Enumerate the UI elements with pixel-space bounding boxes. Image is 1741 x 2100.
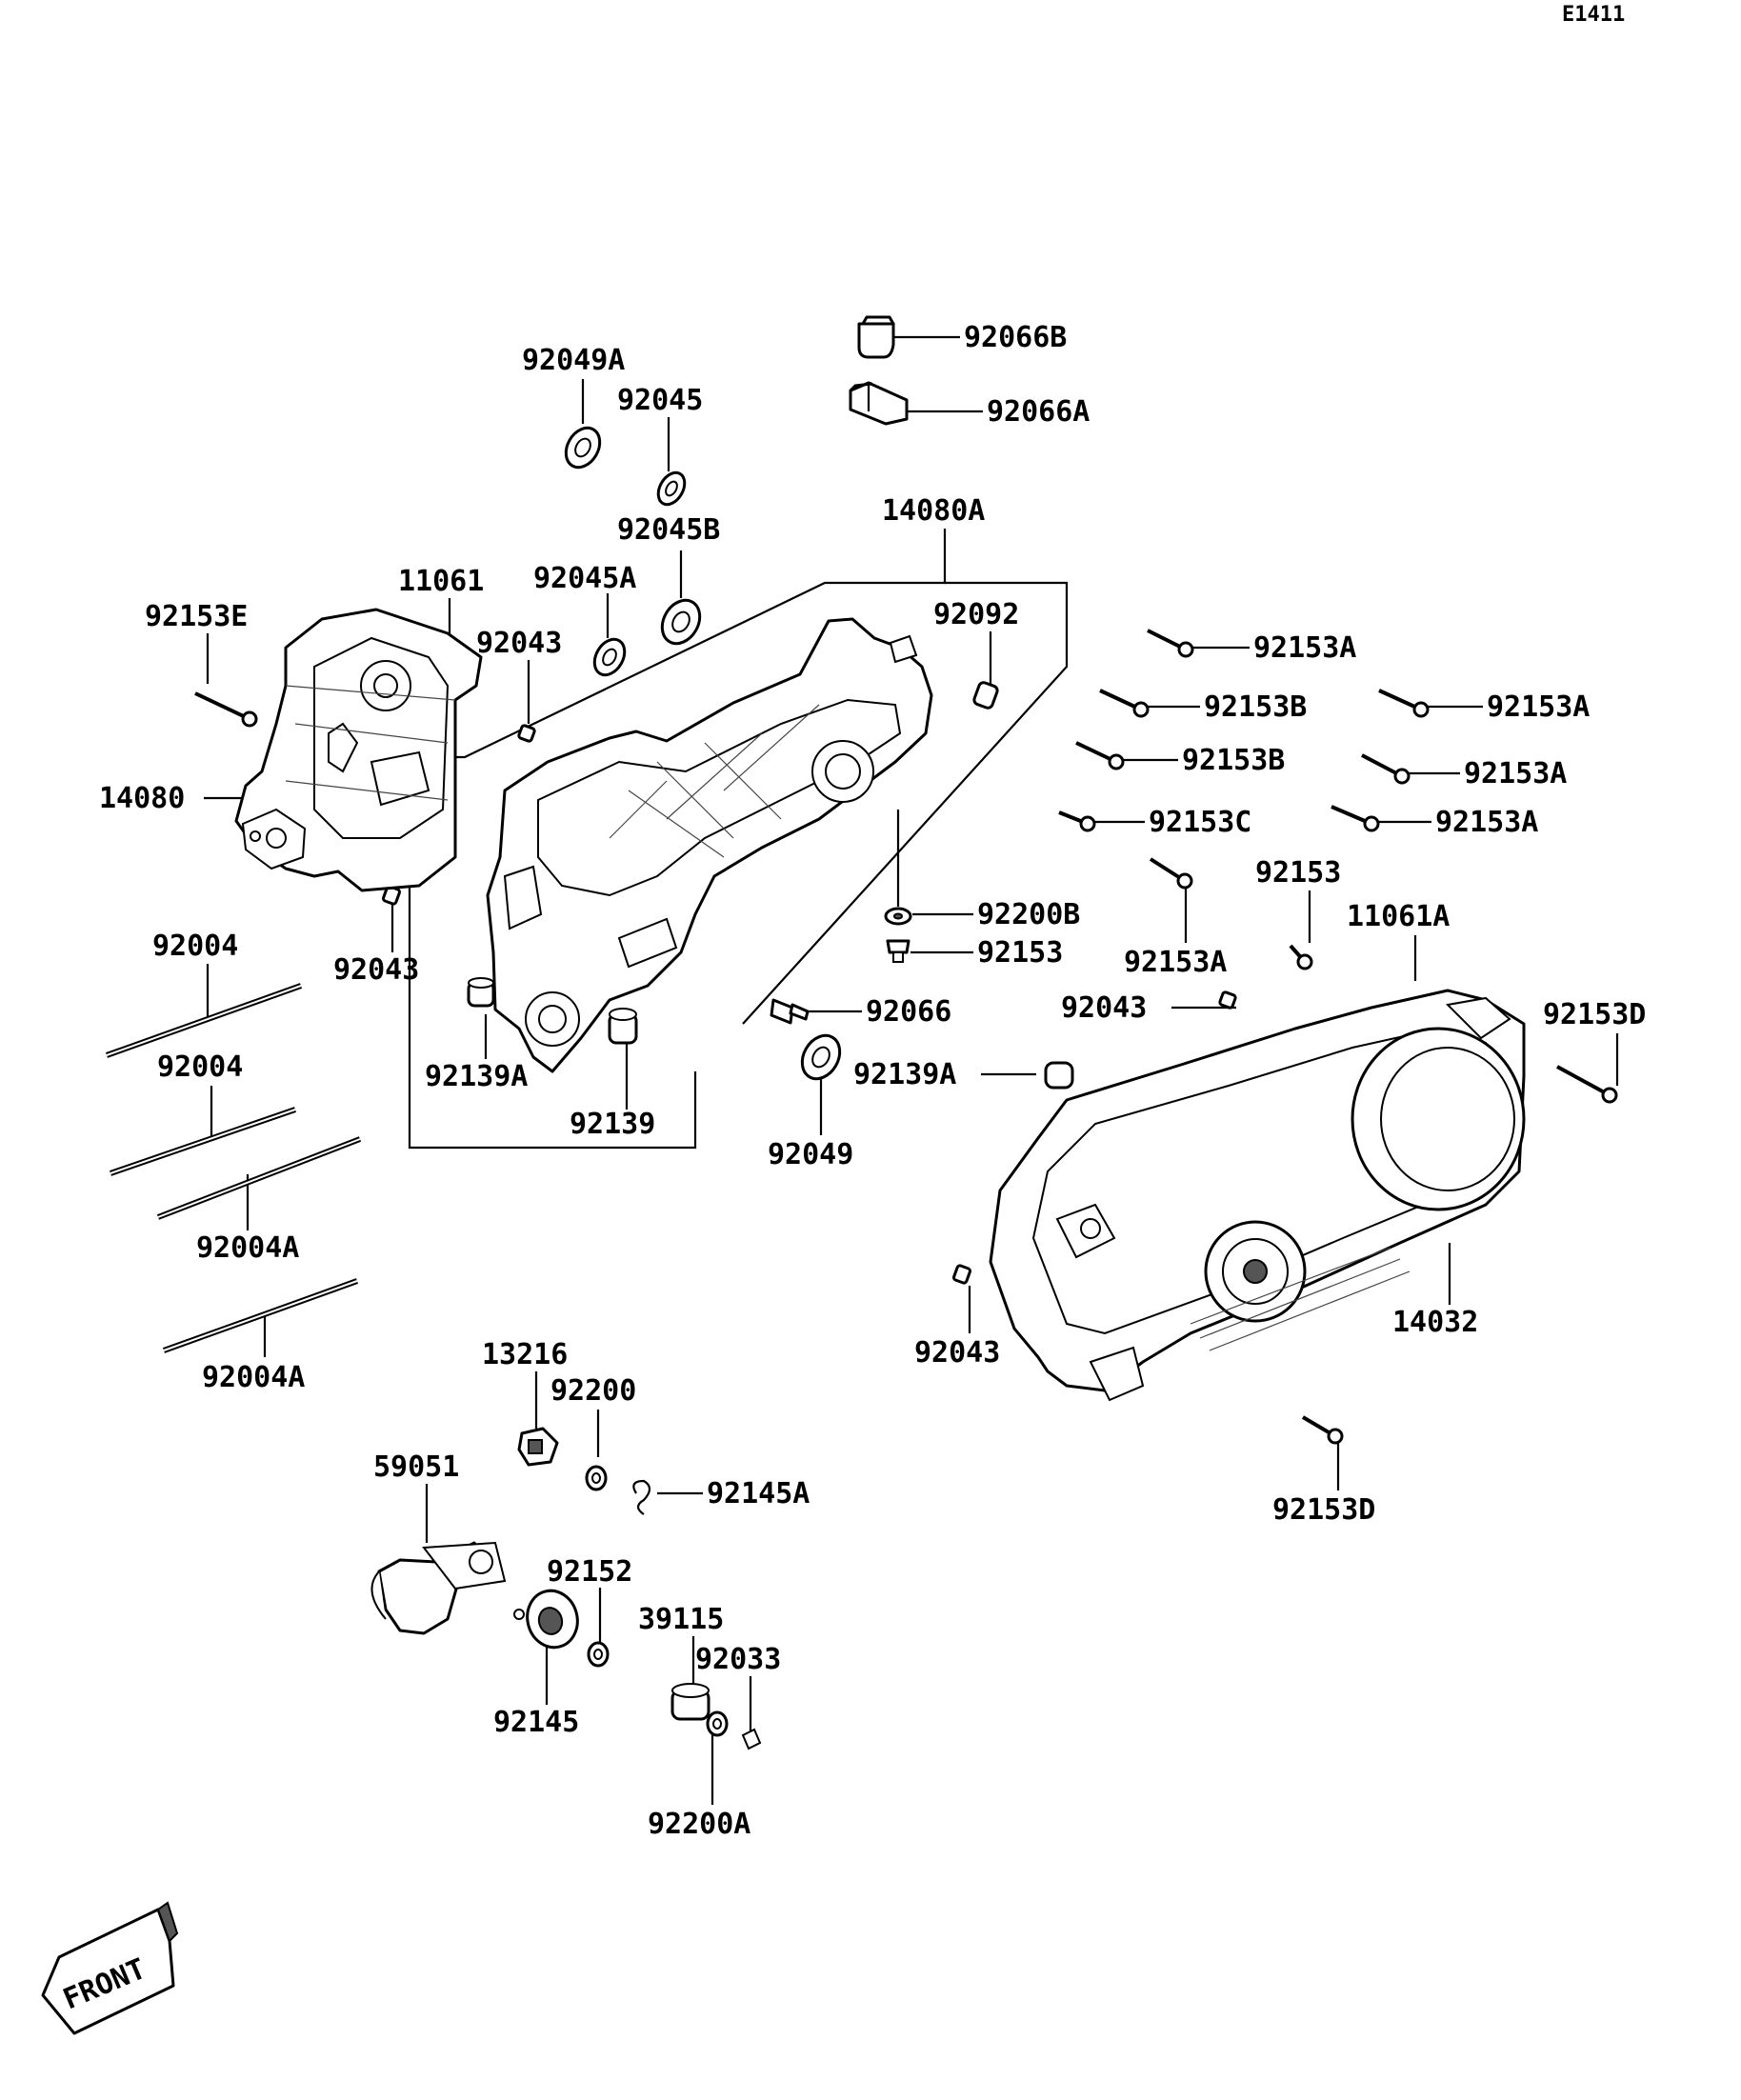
leader-lines [204,335,1619,1805]
part-label-92200a: 92200A [648,1808,750,1841]
bolt-head [1132,701,1150,718]
part-label-92153c: 92153C [1149,806,1251,839]
part-label-92066: 92066 [866,995,951,1029]
bearing-92049A [564,426,602,470]
part-label-92139a_1: 92139A [425,1060,528,1093]
washer-92200 [585,1465,608,1491]
bearing-92045B [660,598,702,646]
bolt-head [241,710,258,728]
collar-39115 [670,1683,710,1721]
part-label-14080: 14080 [99,782,185,815]
dowel-pins [382,681,1237,1285]
bearing-92045 [656,470,687,507]
sensor-13216 [517,1427,559,1467]
part-label-92043_bottom: 92043 [914,1336,1000,1370]
part-label-13216: 13216 [482,1338,568,1371]
part-label-92145: 92145 [493,1706,579,1739]
part-label-92153d_1: 92153D [1543,998,1646,1031]
part-label-92049: 92049 [768,1138,853,1171]
crankcase-right-14080A [486,617,933,1073]
washer-92152 [587,1641,610,1668]
part-label-92153e: 92153E [145,600,248,633]
part-label-14032: 14032 [1392,1306,1478,1339]
bearing-92045A [592,637,627,677]
part-label-92153_r: 92153 [1255,856,1341,890]
part-label-92153a_3: 92153A [1464,757,1567,790]
clip-92033 [741,1728,762,1750]
washer-92200A [706,1710,729,1737]
bolt-head [1079,815,1096,832]
part-label-92043_top: 92043 [476,627,562,660]
studs-92004 [105,983,362,1353]
seal-92200B [884,907,912,926]
part-label-11061: 11061 [398,565,484,598]
part-label-92043_left: 92043 [333,953,419,987]
bolt-head [1296,953,1313,970]
part-label-92043_right: 92043 [1061,991,1147,1025]
part-label-92045b: 92045B [617,513,720,547]
part-label-92139: 92139 [570,1108,655,1141]
part-label-92092: 92092 [933,598,1019,631]
part-label-14080a: 14080A [882,494,985,528]
part-label-92139a_2: 92139A [853,1058,956,1091]
front-arrow-icon: FRONT [41,1901,179,2035]
bolt-92066 [770,998,810,1025]
bolt-head [1176,872,1193,890]
part-label-92004_2: 92004 [157,1050,243,1084]
part-label-92153b_1: 92153B [1204,690,1307,724]
part-label-92153a_4: 92153A [1435,806,1538,839]
part-label-92045a: 92045A [533,562,636,595]
part-labels: 92066B 92066A 92049A 92045 14080A 92045B 92045… [99,321,1646,1841]
part-label-92200b: 92200B [977,898,1080,931]
bolts-92153 [194,629,1618,1445]
block-92066A [849,381,909,426]
part-label-92066b: 92066B [964,321,1067,354]
part-label-92152: 92152 [547,1555,632,1589]
shaft-59051 [370,1541,507,1635]
bearing-92049 [800,1033,842,1081]
cover-14032 [989,989,1526,1402]
bolt-head [1108,753,1125,770]
bolt-head [1412,701,1430,718]
part-label-92004_1: 92004 [152,930,238,963]
bolt-head [1177,641,1194,658]
part-label-39115: 39115 [638,1603,724,1636]
part-label-92153d_2: 92153D [1272,1493,1375,1527]
part-label-92145a: 92145A [707,1477,810,1510]
part-label-92200: 92200 [550,1374,636,1408]
part-label-92049a: 92049A [522,344,625,377]
diagram-code: E1411 [1562,3,1625,27]
gear-92145 [513,1589,579,1650]
part-label-92004a_2: 92004A [202,1361,305,1394]
part-label-92153a_2: 92153A [1487,690,1590,724]
bolt-shaft [1556,1065,1611,1097]
part-label-92066a: 92066A [987,395,1090,429]
part-label-92045: 92045 [617,384,703,417]
bolt-head [1327,1428,1344,1445]
part-label-92153a_5: 92153A [1124,946,1227,979]
part-label-92033: 92033 [695,1643,781,1676]
part-label-92153a_1: 92153A [1253,631,1356,665]
bolt-head [1363,815,1380,832]
plug-92153-center [886,939,911,963]
bolt-shaft [194,691,250,721]
part-label-92004a_1: 92004A [196,1231,299,1265]
spring-92145A [632,1479,651,1515]
part-label-92153_c: 92153 [977,936,1063,970]
part-label-11061a: 11061A [1347,900,1450,933]
collars [467,977,1074,1090]
block-92066B [857,315,895,359]
bolt-head [1601,1087,1618,1104]
part-label-92153b_2: 92153B [1182,744,1285,777]
part-label-59051: 59051 [373,1450,459,1484]
crankcase-left-14080 [234,608,483,892]
bolt-head [1393,768,1411,785]
